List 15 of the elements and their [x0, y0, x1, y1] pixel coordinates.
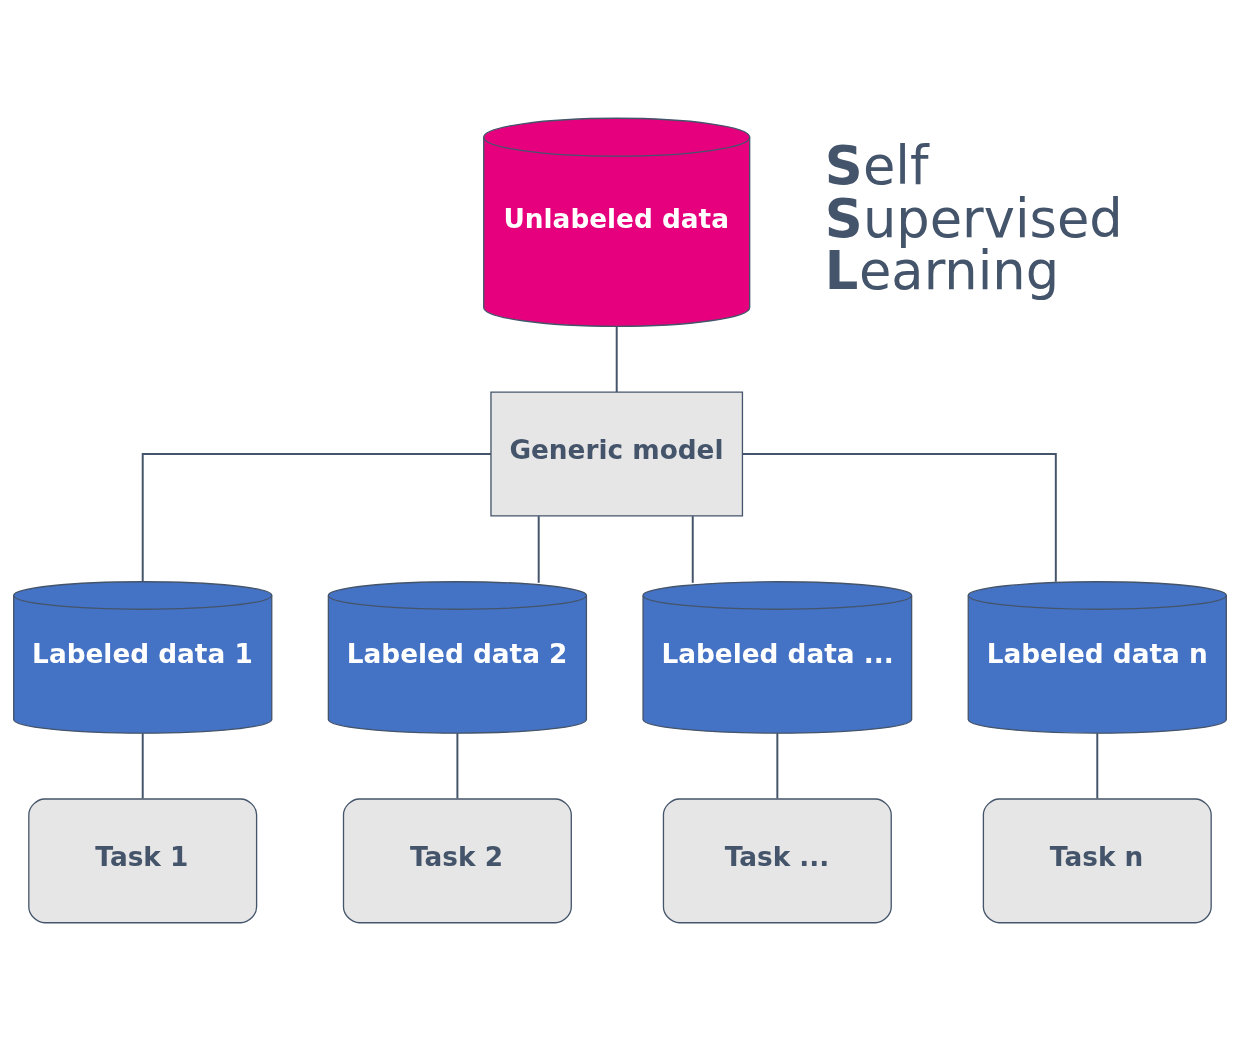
connector	[615, 325, 618, 393]
node-box: Task 2	[342, 798, 572, 924]
connector	[1096, 732, 1099, 800]
connector	[537, 515, 540, 584]
node-box: Generic model	[490, 391, 744, 517]
label: Self Supervised Learning	[824, 135, 1123, 302]
connector	[141, 732, 144, 800]
node-box: Task ...	[662, 798, 892, 924]
connector	[141, 453, 492, 583]
connector	[741, 453, 1057, 583]
node-box: Task n	[982, 798, 1212, 924]
connector	[776, 732, 779, 800]
connector	[691, 515, 694, 584]
node-box: Task 1	[28, 798, 258, 924]
connector	[456, 732, 459, 800]
